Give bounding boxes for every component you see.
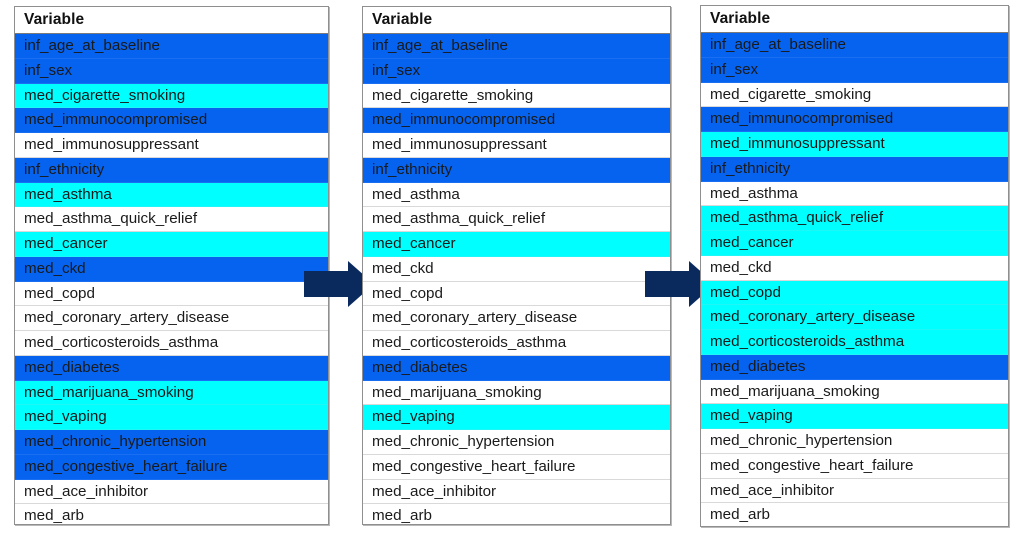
- table-row: med_cigarette_smoking: [363, 83, 670, 109]
- table-row: med_immunosuppressant: [15, 133, 328, 158]
- table-row: med_ace_inhibitor: [363, 479, 670, 505]
- table-row: med_asthma_quick_relief: [15, 207, 328, 232]
- table-row: med_congestive_heart_failure: [363, 454, 670, 480]
- table-row: inf_age_at_baseline: [701, 33, 1008, 58]
- table-row: med_arb: [701, 503, 1008, 526]
- table-row: med_copd: [363, 281, 670, 307]
- table-row: med_diabetes: [701, 354, 1008, 380]
- table-row: med_chronic_hypertension: [15, 430, 328, 455]
- table-row: med_asthma: [363, 182, 670, 208]
- table-1-header-variable: Variable: [15, 7, 328, 34]
- table-row: med_diabetes: [363, 355, 670, 381]
- table-row: med_ace_inhibitor: [701, 478, 1008, 504]
- table-row: med_marijuana_smoking: [15, 380, 328, 406]
- table-row: med_arb: [15, 504, 328, 524]
- table-row: med_corticosteroids_asthma: [701, 330, 1008, 355]
- table-row: med_copd: [701, 280, 1008, 306]
- table-row: med_chronic_hypertension: [363, 430, 670, 455]
- table-row: inf_sex: [363, 58, 670, 84]
- table-row: med_immunocompromised: [701, 107, 1008, 132]
- table-row: med_asthma_quick_relief: [363, 207, 670, 232]
- table-row: med_cancer: [363, 232, 670, 257]
- table-row: med_ckd: [363, 256, 670, 282]
- table-row: med_vaping: [363, 405, 670, 430]
- table-row: inf_sex: [701, 57, 1008, 83]
- table-row: inf_age_at_baseline: [15, 34, 328, 59]
- table-row: med_coronary_artery_disease: [363, 306, 670, 331]
- table-row: med_vaping: [701, 404, 1008, 429]
- table-row: med_immunocompromised: [363, 108, 670, 133]
- table-row: med_ace_inhibitor: [15, 479, 328, 505]
- table-row: med_immunocompromised: [15, 108, 328, 133]
- table-row: inf_ethnicity: [363, 157, 670, 183]
- table-row: med_cancer: [15, 232, 328, 257]
- table-row: inf_age_at_baseline: [363, 34, 670, 59]
- table-3-header-variable: Variable: [701, 6, 1008, 33]
- table-row: med_asthma_quick_relief: [701, 206, 1008, 231]
- table-row: med_cigarette_smoking: [701, 82, 1008, 108]
- table-row: med_cancer: [701, 231, 1008, 256]
- table-row: med_corticosteroids_asthma: [363, 331, 670, 356]
- table-row: med_congestive_heart_failure: [701, 453, 1008, 479]
- table-row: med_congestive_heart_failure: [15, 454, 328, 480]
- table-row: med_diabetes: [15, 355, 328, 381]
- table-row: inf_ethnicity: [15, 157, 328, 183]
- table-row: med_cigarette_smoking: [15, 83, 328, 109]
- arrow-step-1-to-2: [304, 261, 374, 307]
- table-row: med_ckd: [701, 255, 1008, 281]
- table-row: med_marijuana_smoking: [363, 380, 670, 406]
- table-row: inf_sex: [15, 58, 328, 84]
- table-row: inf_ethnicity: [701, 156, 1008, 182]
- table-row: med_corticosteroids_asthma: [15, 331, 328, 356]
- table-row: med_asthma: [701, 181, 1008, 207]
- arrow-step-2-to-3: [645, 261, 715, 307]
- table-row: med_copd: [15, 281, 328, 307]
- table-row: med_immunosuppressant: [363, 133, 670, 158]
- table-row: med_immunosuppressant: [701, 132, 1008, 157]
- table-row: med_coronary_artery_disease: [15, 306, 328, 331]
- table-row: med_arb: [363, 504, 670, 524]
- table-row: med_coronary_artery_disease: [701, 305, 1008, 330]
- table-row: med_ckd: [15, 256, 328, 282]
- table-row: med_asthma: [15, 182, 328, 208]
- table-row: med_vaping: [15, 405, 328, 430]
- table-row: med_chronic_hypertension: [701, 429, 1008, 454]
- table-2-header-variable: Variable: [363, 7, 670, 34]
- table-row: med_marijuana_smoking: [701, 379, 1008, 405]
